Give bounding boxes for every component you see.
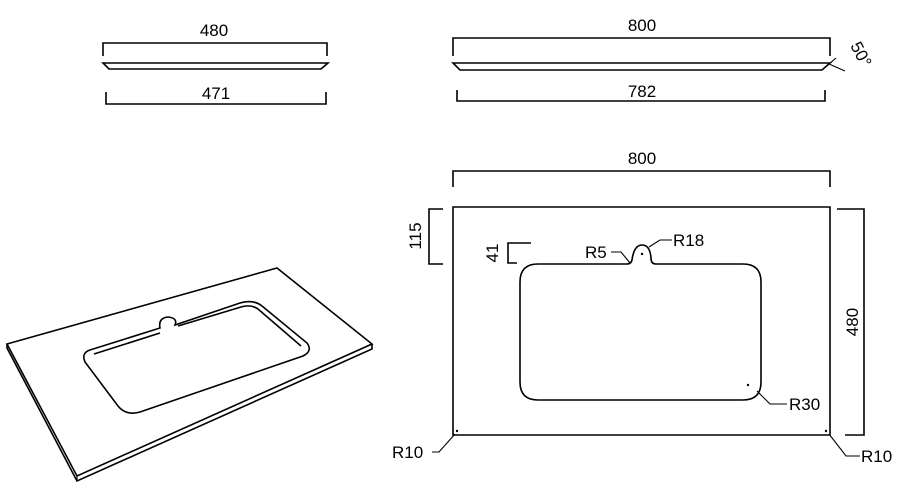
left-corner-radius-leader [432,433,456,453]
perspective-slab-edge [6,344,373,483]
front-view: 800 50° 782 [451,16,875,102]
overflow-notch-radius-label: R18 [673,231,704,250]
basin-offset-dimension-line [428,208,443,265]
overflow-center-dot [640,252,644,256]
perspective-view [5,267,374,483]
perspective-basin-outline [83,300,311,414]
slab-right-corner-dot [824,429,828,433]
side-view: 480 471 [101,21,331,105]
right-corner-radius-leader [828,433,860,457]
left-corner-radius-label: R10 [392,443,423,462]
plan-view: 800 115 41 R5 R18 R30 480 R10 R10 [392,149,892,466]
side-slab-profile [101,62,331,70]
overflow-notch-radius-leader [648,239,672,248]
front-top-dimension-line [452,37,831,56]
plan-width-dimension-line [452,170,831,187]
overflow-offset-label: 41 [483,244,502,263]
basin-corner-radius-label: R30 [789,395,820,414]
basin-offset-label: 115 [406,222,425,249]
side-bottom-width-label: 471 [202,84,230,103]
front-bottom-dimension-line [456,90,826,102]
basin-corner-dot [746,383,750,387]
side-bottom-dimension-line [105,92,327,105]
front-slab-profile [451,62,833,71]
right-corner-radius-label: R10 [861,447,892,466]
front-top-width-label: 800 [628,16,656,35]
slab-left-corner-dot [455,429,459,433]
bevel-angle-marker [827,57,846,72]
perspective-basin-inner-edge [93,305,302,355]
overflow-radius-leader [611,251,631,264]
front-bottom-width-label: 782 [628,82,656,101]
plan-width-label: 800 [628,149,656,168]
overflow-offset-dimension-line [507,242,531,264]
plan-depth-label: 480 [843,308,862,336]
plan-basin-outline [519,244,762,401]
side-top-dimension-line [102,42,328,56]
overflow-radius-label: R5 [585,243,607,262]
bevel-angle-label: 50° [846,39,875,71]
basin-corner-radius-leader [756,390,787,405]
plan-depth-dimension-line [837,208,865,436]
side-top-width-label: 480 [200,21,228,40]
perspective-slab-top [5,267,374,478]
